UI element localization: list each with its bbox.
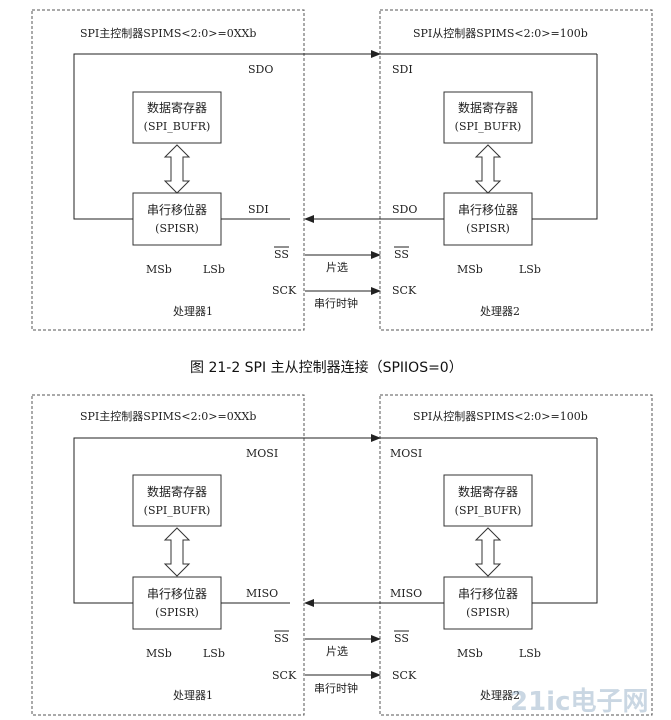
- master-out-pin: MOSI: [246, 447, 278, 460]
- processor1-label: 处理器1: [173, 305, 213, 318]
- master-data-register-sub: (SPI_BUFR): [144, 120, 211, 133]
- processor2-label: 处理器2: [480, 305, 520, 318]
- watermark: 21ic电子网: [510, 687, 649, 717]
- processor2-label: 处理器2: [480, 689, 520, 702]
- master-title: SPI主控制器SPIMS<2:0>=0XXb: [80, 26, 256, 40]
- slave-loop-line: [532, 54, 598, 220]
- master-in-pin: SDI: [248, 203, 269, 216]
- chip-select-label: 片选: [326, 645, 348, 658]
- master-data-register-label: 数据寄存器: [147, 484, 207, 499]
- slave-msb-label: MSb: [457, 263, 483, 276]
- processor2-box: [379, 9, 653, 331]
- slave-msb-label: MSb: [457, 647, 483, 660]
- master-data-register: [132, 91, 222, 144]
- slave-data-register-sub: (SPI_BUFR): [455, 504, 522, 517]
- slave-shift-register: [443, 576, 533, 630]
- master-sck-label: SCK: [272, 669, 297, 682]
- master-shift-register: [132, 576, 222, 630]
- master-shift-register-sub: (SPISR): [155, 222, 199, 235]
- slave-ss-label: SS: [394, 248, 409, 261]
- serial-clock-label: 串行时钟: [314, 296, 358, 310]
- master-msb-label: MSb: [146, 263, 172, 276]
- slave-shift-register-sub: (SPISR): [466, 606, 510, 619]
- master-shift-register-label: 串行移位器: [147, 586, 207, 601]
- master-bidirectional-arrow: [163, 527, 191, 577]
- figure-caption: 图 21-2 SPI 主从控制器连接（SPIIOS=0）: [190, 359, 463, 376]
- master-shift-register: [132, 192, 222, 246]
- processor2-box: [379, 394, 653, 716]
- slave-loop-line: [532, 438, 598, 604]
- slave-shift-register-label: 串行移位器: [458, 202, 518, 217]
- processor1-label: 处理器1: [173, 689, 213, 702]
- figure-1: SPI主控制器SPIMS<2:0>=0XXb SPI从控制器SPIMS<2:0>…: [31, 9, 653, 376]
- master-lsb-label: LSb: [203, 263, 225, 276]
- slave-data-register: [443, 91, 533, 144]
- slave-shift-register: [443, 192, 533, 246]
- figure-2: SPI主控制器SPIMS<2:0>=0XXb SPI从控制器SPIMS<2:0>…: [31, 394, 653, 716]
- master-ss-label: SS: [274, 632, 289, 645]
- master-data-register: [132, 474, 222, 527]
- master-msb-label: MSb: [146, 647, 172, 660]
- master-bidirectional-arrow: [163, 144, 191, 194]
- master-out-pin: SDO: [248, 63, 273, 76]
- watermark-text: 21ic电子网: [510, 687, 649, 717]
- slave-bidirectional-arrow: [474, 527, 502, 577]
- master-sck-label: SCK: [272, 284, 297, 297]
- chip-select-label: 片选: [326, 261, 348, 274]
- processor1-box: [31, 394, 305, 716]
- slave-out-pin: MISO: [390, 587, 422, 600]
- master-data-register-sub: (SPI_BUFR): [144, 504, 211, 517]
- master-ss-label: SS: [274, 248, 289, 261]
- slave-bidirectional-arrow: [474, 144, 502, 194]
- slave-out-pin: SDO: [392, 203, 417, 216]
- slave-shift-register-label: 串行移位器: [458, 586, 518, 601]
- slave-lsb-label: LSb: [519, 263, 541, 276]
- processor1-box: [31, 9, 305, 331]
- slave-in-pin: SDI: [392, 63, 413, 76]
- master-out-line: [73, 50, 381, 220]
- slave-data-register: [443, 474, 533, 527]
- slave-lsb-label: LSb: [519, 647, 541, 660]
- slave-shift-register-sub: (SPISR): [466, 222, 510, 235]
- master-in-pin: MISO: [246, 587, 278, 600]
- master-out-line: [73, 434, 381, 604]
- master-shift-register-label: 串行移位器: [147, 202, 207, 217]
- slave-data-register-label: 数据寄存器: [458, 484, 518, 499]
- slave-data-register-label: 数据寄存器: [458, 100, 518, 115]
- slave-in-pin: MOSI: [390, 447, 422, 460]
- slave-ss-label: SS: [394, 632, 409, 645]
- slave-title: SPI从控制器SPIMS<2:0>=100b: [413, 26, 588, 40]
- slave-sck-label: SCK: [392, 669, 417, 682]
- master-data-register-label: 数据寄存器: [147, 100, 207, 115]
- master-shift-register-sub: (SPISR): [155, 606, 199, 619]
- slave-data-register-sub: (SPI_BUFR): [455, 120, 522, 133]
- master-title: SPI主控制器SPIMS<2:0>=0XXb: [80, 409, 256, 423]
- serial-clock-label: 串行时钟: [314, 681, 358, 695]
- master-lsb-label: LSb: [203, 647, 225, 660]
- slave-title: SPI从控制器SPIMS<2:0>=100b: [413, 409, 588, 423]
- slave-sck-label: SCK: [392, 284, 417, 297]
